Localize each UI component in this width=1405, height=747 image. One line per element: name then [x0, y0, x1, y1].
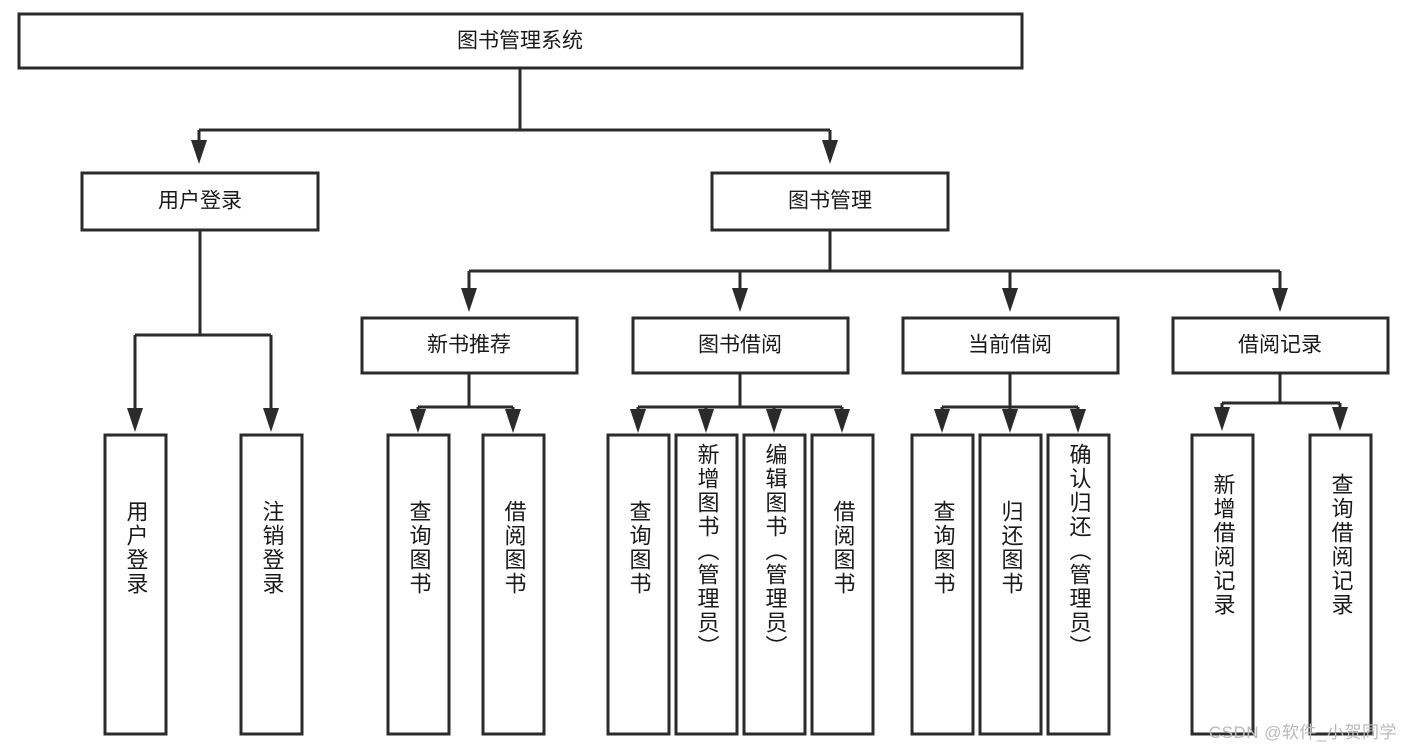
arrow-head-icon [732, 288, 748, 312]
connector-newbook-to-leaves [410, 373, 521, 433]
connector-currentborrow-to-leaves [934, 373, 1086, 433]
node-borrow-record[interactable]: 借阅记录 [1171, 316, 1390, 375]
arrow-head-icon [822, 140, 838, 164]
arrow-head-icon [1002, 409, 1018, 433]
arrow-head-icon [505, 409, 521, 433]
leaf-box-borrow-record-0[interactable] [1190, 433, 1255, 736]
node-current-borrow[interactable]: 当前借阅 [901, 316, 1120, 375]
arrow-head-icon [461, 288, 477, 312]
node-book-management[interactable]: 图书管理 [710, 171, 950, 232]
arrow-head-icon [834, 409, 850, 433]
arrow-head-icon [1070, 409, 1086, 433]
leaf-box-book-borrow-2[interactable] [742, 433, 807, 736]
leaf-box-new-book-0[interactable] [386, 433, 451, 736]
level2-label-3: 借阅记录 [1238, 334, 1322, 357]
leaf-box-new-book-1[interactable] [481, 433, 546, 736]
level2-box-0[interactable] [360, 316, 579, 375]
arrow-head-icon [1002, 288, 1018, 312]
level1-label-1: 图书管理 [788, 190, 872, 213]
connector-bookmgmt-to-level2 [461, 230, 1288, 312]
watermark-text: CSDN @软件_小贺同学 [1208, 723, 1397, 742]
root-box[interactable] [17, 12, 1024, 70]
arrow-head-icon [934, 409, 950, 433]
level2-box-2[interactable] [901, 316, 1120, 375]
leaf-box-book-borrow-1[interactable] [674, 433, 739, 736]
leaf-box-user-login-0[interactable] [103, 433, 168, 736]
leaf-box-book-borrow-3[interactable] [810, 433, 875, 736]
level1-label-0: 用户登录 [158, 190, 242, 213]
arrow-head-icon [630, 409, 646, 433]
leaf-box-user-login-1[interactable] [239, 433, 304, 736]
level1-box-0[interactable] [80, 171, 320, 232]
leaf-box-current-borrow-0[interactable] [910, 433, 975, 736]
node-root[interactable]: 图书管理系统 [17, 12, 1024, 70]
node-new-book-recommend[interactable]: 新书推荐 [360, 316, 579, 375]
node-book-borrow[interactable]: 图书借阅 [631, 316, 850, 375]
root-label: 图书管理系统 [457, 30, 583, 53]
arrow-head-icon [263, 408, 279, 432]
arrow-head-icon [191, 140, 207, 164]
level2-label-0: 新书推荐 [427, 334, 511, 357]
arrow-head-icon [127, 408, 143, 432]
leaf-box-current-borrow-2[interactable] [1046, 433, 1111, 736]
leaf-box-current-borrow-1[interactable] [978, 433, 1043, 736]
node-user-login[interactable]: 用户登录 [80, 171, 320, 232]
leaf-box-book-borrow-0[interactable] [606, 433, 671, 736]
connector-userlogin-to-leaves [127, 230, 279, 432]
connector-bookborrow-to-leaves [630, 373, 850, 433]
arrow-head-icon [410, 409, 426, 433]
arrow-head-icon [698, 409, 714, 433]
arrow-head-icon [1272, 288, 1288, 312]
connector-root-to-level1 [191, 68, 838, 164]
level2-label-2: 当前借阅 [968, 334, 1052, 357]
connector-borrowrecord-to-leaves [1214, 373, 1348, 431]
level2-label-1: 图书借阅 [698, 334, 782, 357]
arrow-head-icon [1332, 407, 1348, 431]
arrow-head-icon [1214, 407, 1230, 431]
leaf-box-borrow-record-1[interactable] [1308, 433, 1373, 736]
arrow-head-icon [766, 409, 782, 433]
